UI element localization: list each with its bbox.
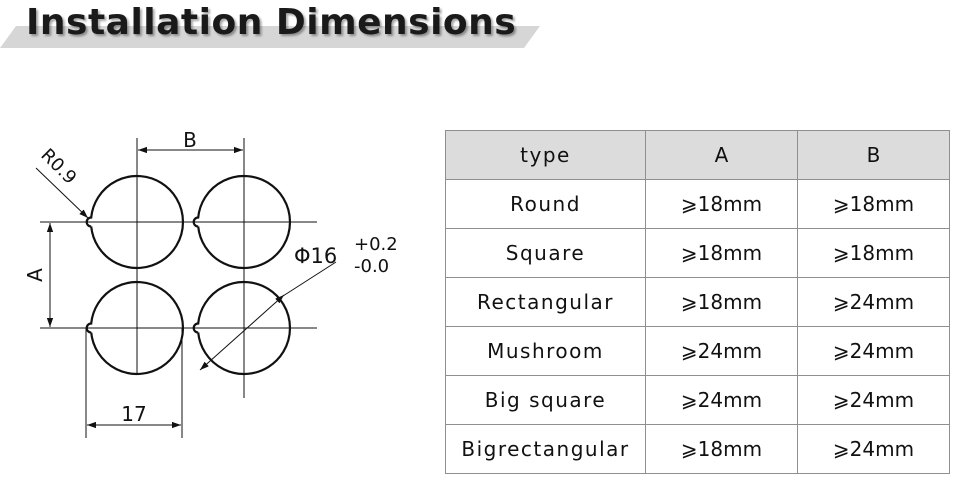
cell-b: ⩾24mm <box>797 375 950 425</box>
cell-b: ⩾18mm <box>797 179 950 229</box>
diameter-leader <box>282 261 337 297</box>
cell-b: ⩾24mm <box>797 424 950 474</box>
table-row: Bigrectangular ⩾18mm ⩾24mm <box>445 424 950 474</box>
header-b: B <box>797 130 950 180</box>
cell-a: ⩾24mm <box>645 375 798 425</box>
cell-b: ⩾18mm <box>797 228 950 278</box>
cell-a: ⩾18mm <box>645 228 798 278</box>
table-row: Round ⩾18mm ⩾18mm <box>445 179 950 229</box>
title-band-shape <box>0 26 540 48</box>
cell-a: ⩾18mm <box>645 179 798 229</box>
mounting-hole <box>85 174 185 270</box>
header-type: type <box>445 130 646 180</box>
cell-a: ⩾18mm <box>645 277 798 327</box>
table-row: Rectangular ⩾18mm ⩾24mm <box>445 277 950 327</box>
dimensions-table: type A B Round ⩾18mm ⩾18mm Square ⩾18mm … <box>445 130 950 474</box>
cell-type: Big square <box>445 375 646 425</box>
dim-b-label: B <box>183 128 197 152</box>
installation-drawing: B A R0.9 Φ16 +0.2 -0.0 17 <box>23 128 398 438</box>
cell-a: ⩾24mm <box>645 326 798 376</box>
cell-type: Square <box>445 228 646 278</box>
radius-leader <box>35 167 89 219</box>
mounting-hole <box>192 174 292 270</box>
dim-17-label: 17 <box>121 402 146 426</box>
table-row: Big square ⩾24mm ⩾24mm <box>445 375 950 425</box>
title-banner: Installation Dimensions <box>0 0 560 60</box>
tolerance-upper-label: +0.2 <box>354 234 398 255</box>
diameter-label: Φ16 <box>294 244 337 268</box>
table-row: Square ⩾18mm ⩾18mm <box>445 228 950 278</box>
cell-type: Round <box>445 179 646 229</box>
cell-type: Mushroom <box>445 326 646 376</box>
tolerance-lower-label: -0.0 <box>354 256 389 277</box>
cell-type: Bigrectangular <box>445 424 646 474</box>
dim-a-label: A <box>23 268 47 282</box>
cell-a: ⩾18mm <box>645 424 798 474</box>
cell-b: ⩾24mm <box>797 326 950 376</box>
diameter-line <box>199 294 285 371</box>
page-title: Installation Dimensions <box>26 2 517 43</box>
table-header-row: type A B <box>445 130 950 180</box>
table-row: Mushroom ⩾24mm ⩾24mm <box>445 326 950 376</box>
radius-label: R0.9 <box>36 145 80 189</box>
cell-b: ⩾24mm <box>797 277 950 327</box>
mounting-hole <box>85 280 185 376</box>
header-a: A <box>645 130 798 180</box>
cell-type: Rectangular <box>445 277 646 327</box>
